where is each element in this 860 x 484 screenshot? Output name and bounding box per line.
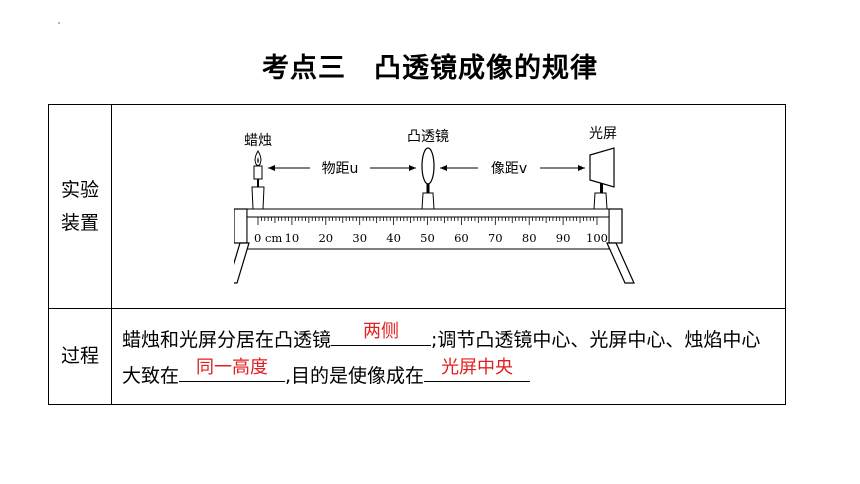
candle-label: 蜡烛	[244, 133, 272, 149]
bench-scale-plate	[246, 216, 609, 250]
object-distance-label: 物距u	[321, 161, 358, 177]
process-row: 过程 蜡烛和光屏分居在凸透镜 两侧;调节凸透镜中心、光屏中心、烛焰中心大致在同一高…	[48, 308, 786, 405]
apparatus-label-line-2: 装置	[60, 211, 99, 234]
scale-label: 20	[318, 231, 333, 245]
optical-bench-diagram: 蜡烛 凸透镜 光屏	[233, 126, 635, 284]
experiment-table: 实验 装置 蜡烛 凸透镜 光屏	[48, 104, 786, 405]
light-screen-shape	[588, 147, 615, 188]
candle	[250, 150, 265, 210]
image-distance-label: 像距v	[490, 161, 526, 177]
answer-blank-2: 同一高度	[179, 356, 286, 382]
bench-top-rail	[246, 208, 609, 218]
bench-right-leg	[605, 242, 635, 284]
bench-left-end	[233, 208, 248, 244]
scale-label: 100	[586, 231, 608, 245]
scale-label: 50	[420, 231, 435, 245]
answer-2: 同一高度	[196, 356, 269, 378]
page-title: 考点三 凸透镜成像的规律	[262, 53, 598, 84]
scale-label: 10	[284, 231, 299, 245]
convex-lens-shape	[420, 147, 435, 185]
answer-3: 光屏中央	[441, 356, 514, 378]
process-text-3: ,目的是使像成在	[285, 364, 425, 387]
apparatus-row: 实验 装置 蜡烛 凸透镜 光屏	[48, 104, 786, 309]
scale-label: 0 cm	[254, 231, 282, 245]
bench-left-leg	[233, 242, 250, 284]
process-text-1: 蜡烛和光屏分居在凸透镜	[122, 328, 332, 351]
lens-label: 凸透镜	[407, 129, 449, 145]
convex-lens	[420, 147, 435, 210]
scale-ticks	[257, 217, 597, 225]
apparatus-label-line-1: 实验	[60, 178, 99, 201]
scale-label: 30	[352, 231, 367, 245]
answer-blank-3: 光屏中央	[424, 356, 531, 382]
process-label: 过程	[48, 308, 112, 405]
object-distance-arrow	[267, 165, 416, 171]
scale-label: 80	[521, 231, 536, 245]
apparatus-label: 实验 装置	[48, 104, 112, 309]
scale-label: 90	[555, 231, 570, 245]
answer-blank-1: 两侧	[331, 320, 432, 346]
scale-label: 70	[487, 231, 502, 245]
corner-dot	[58, 22, 60, 24]
bench-right-end	[607, 208, 623, 244]
apparatus-cell: 蜡烛 凸透镜 光屏	[111, 104, 786, 309]
process-text-2: ;调节凸透镜中心、光屏中心、烛焰中心大致在	[122, 328, 761, 387]
scale-label: 40	[386, 231, 401, 245]
screen-label: 光屏	[589, 126, 617, 142]
answer-1: 两侧	[363, 320, 400, 342]
image-distance-arrow	[439, 165, 585, 171]
candle-body	[253, 165, 262, 180]
scale-label: 60	[454, 231, 469, 245]
light-screen	[588, 147, 615, 210]
process-cell: 蜡烛和光屏分居在凸透镜 两侧;调节凸透镜中心、光屏中心、烛焰中心大致在同一高度 ,目…	[111, 308, 786, 405]
